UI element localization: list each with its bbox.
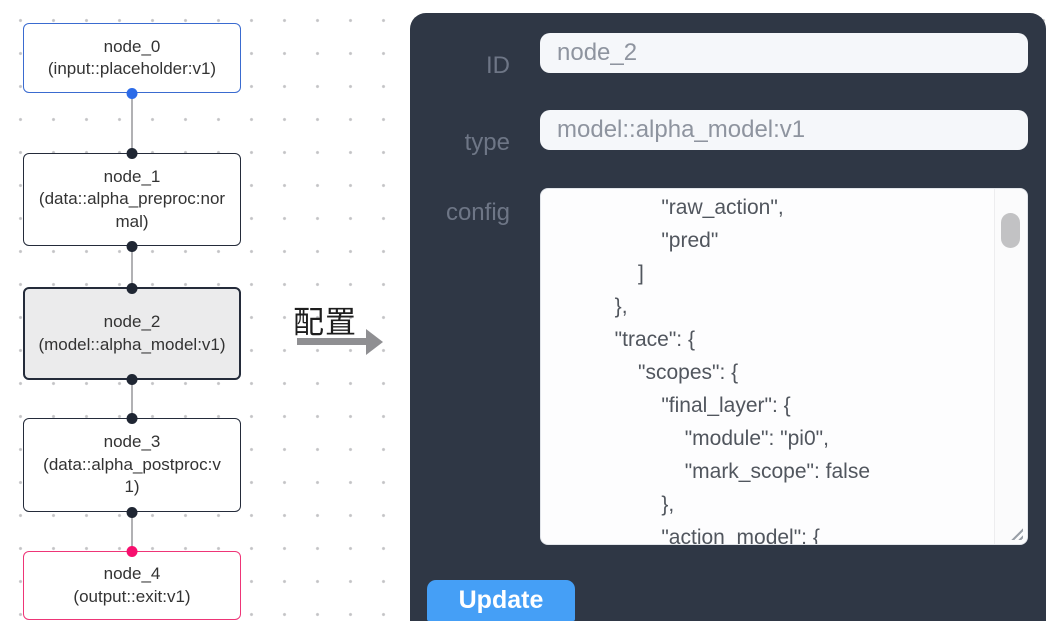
config-field-label: config: [445, 199, 510, 226]
node-type-label: (data::alpha_preproc:normal): [38, 189, 226, 231]
scrollbar-track[interactable]: [994, 189, 1027, 544]
edge-node0-node1: [131, 93, 133, 153]
config-json-text: "raw_action", "pred" ] }, "trace": { "sc…: [568, 196, 871, 545]
node_4-input-port[interactable]: [126, 545, 138, 557]
update-button[interactable]: Update: [427, 580, 575, 621]
node-title: node_2: [103, 312, 161, 331]
configure-label: 配置: [293, 305, 357, 340]
edge-node2-node3: [131, 380, 133, 418]
node_3-input-port[interactable]: [126, 412, 138, 424]
id-field-label: ID: [486, 52, 510, 79]
type-field-label: type: [464, 129, 510, 156]
arrow-right-icon: [366, 328, 383, 355]
node_3-output-port[interactable]: [126, 506, 138, 518]
node_2-output-port[interactable]: [126, 373, 138, 385]
node_0-output-port[interactable]: [126, 87, 138, 99]
node-config-panel: ID node_2 type model::alpha_model:v1 con…: [410, 13, 1046, 621]
edge-node3-node4: [131, 512, 133, 551]
node-type-label: (input::placeholder:v1): [47, 59, 217, 78]
config-textarea[interactable]: "raw_action", "pred" ] }, "trace": { "sc…: [540, 188, 1028, 545]
type-input[interactable]: model::alpha_model:v1: [540, 110, 1028, 150]
node-title: node_3: [103, 432, 161, 452]
id-input[interactable]: node_2: [540, 33, 1028, 73]
node-type-label: (data::alpha_postproc:v1): [43, 454, 221, 497]
flow-node-node_2-selected[interactable]: node_2 (model::alpha_model:v1): [23, 282, 241, 385]
node_1-input-port[interactable]: [126, 147, 138, 159]
node-type-label: (model::alpha_model:v1): [38, 334, 226, 354]
arrow-right-icon: [297, 338, 367, 345]
node-title: node_0: [103, 36, 161, 56]
node-title: node_4: [103, 564, 161, 583]
node_1-output-port[interactable]: [126, 240, 138, 252]
node-type-label: (output::exit:v1): [73, 586, 191, 606]
flow-node-node_3[interactable]: node_3 (data::alpha_postproc:v1): [23, 412, 241, 518]
scrollbar-thumb[interactable]: [1001, 213, 1020, 248]
node-title: node_1: [103, 166, 161, 186]
flow-node-node_4[interactable]: node_4 (output::exit:v1): [23, 545, 241, 620]
flow-node-node_0[interactable]: node_0 (input::placeholder:v1): [23, 23, 241, 99]
node_2-input-port[interactable]: [126, 282, 138, 294]
edge-node1-node2: [131, 246, 133, 287]
flow-node-node_1[interactable]: node_1 (data::alpha_preproc:normal): [23, 147, 241, 252]
